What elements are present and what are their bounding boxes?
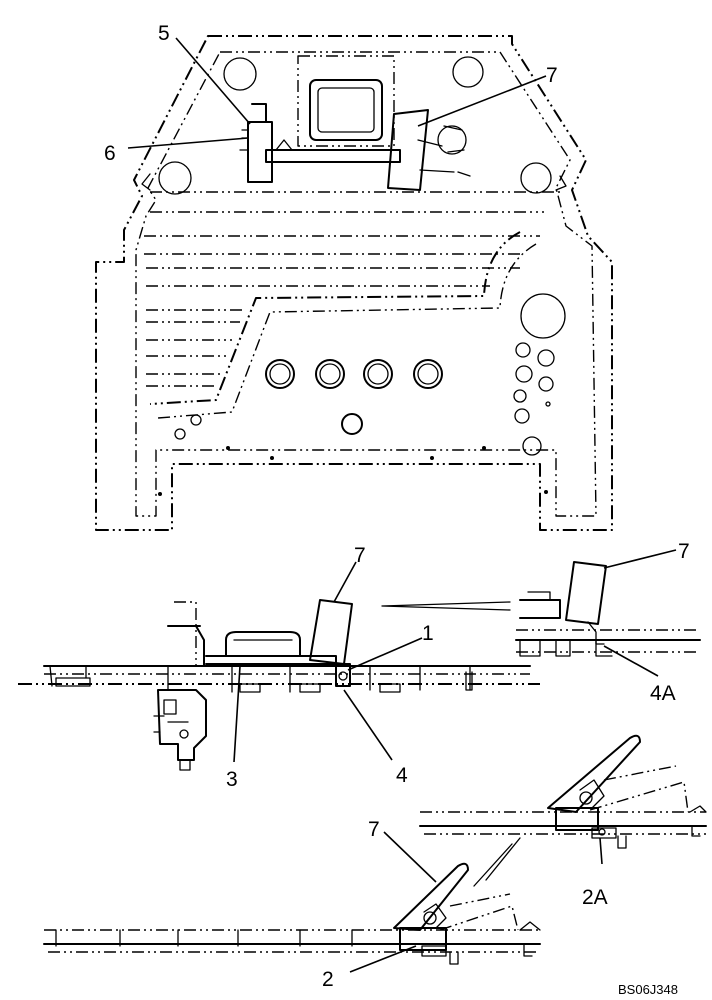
leader-1	[347, 637, 423, 671]
callout-6: 6	[104, 142, 116, 165]
leader-4	[343, 689, 393, 761]
leader-2	[349, 945, 417, 973]
detail-view-2a	[419, 734, 707, 887]
side-view-pedal-assembly	[18, 561, 540, 771]
callout-7-mid: 7	[354, 544, 366, 567]
detail-view-4a	[381, 549, 701, 677]
leader-7-top	[417, 75, 547, 127]
callout-1: 1	[422, 622, 434, 645]
leader-7-bottom	[383, 831, 437, 883]
callout-7-top: 7	[546, 64, 558, 87]
callout-7-right: 7	[678, 540, 690, 563]
callout-7-bottom: 7	[368, 818, 380, 841]
leader-4A	[603, 645, 659, 677]
callout-3: 3	[226, 768, 238, 791]
callout-2: 2	[322, 968, 334, 991]
leader-3	[233, 665, 241, 763]
callout-5: 5	[158, 22, 170, 45]
callout-2A: 2A	[582, 886, 608, 909]
leader-6	[127, 137, 249, 149]
leader-7-right	[603, 549, 677, 569]
detail-view-2	[43, 831, 541, 973]
callout-4: 4	[396, 764, 408, 787]
leader-2A	[599, 837, 603, 865]
leader-7-mid	[333, 561, 357, 603]
callout-4A: 4A	[650, 682, 676, 705]
reference-code: BS06J348	[618, 982, 678, 997]
leader-5	[175, 37, 251, 125]
top-view-floor-plate	[95, 35, 613, 531]
